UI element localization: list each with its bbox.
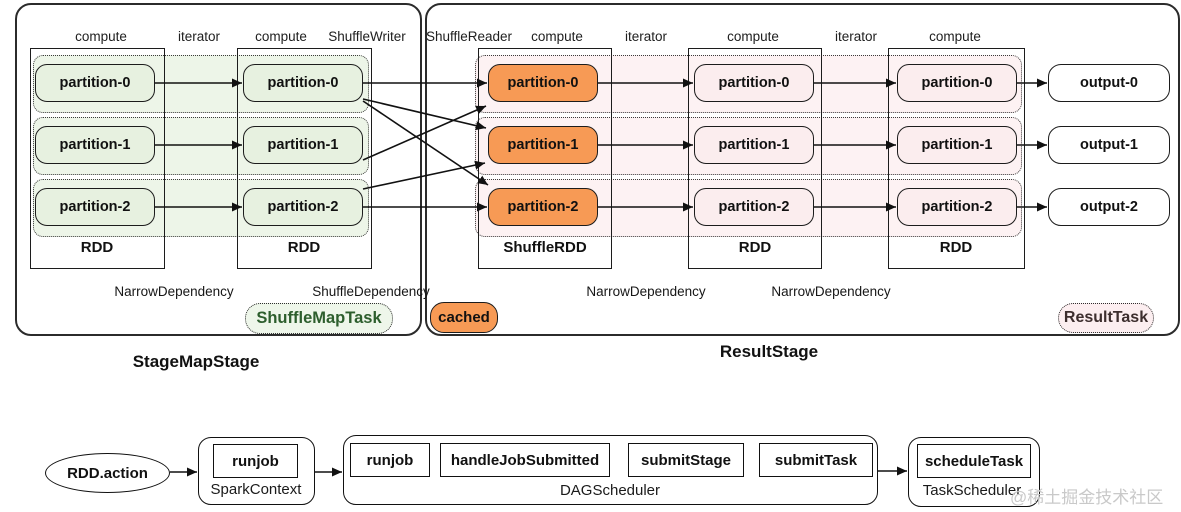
method-label: ShuffleWriter (328, 29, 406, 44)
partition-box: partition-0 (35, 64, 155, 102)
partition-box: partition-2 (243, 188, 363, 226)
partition-box: partition-0 (488, 64, 598, 102)
runjob-method: runjob (350, 443, 430, 477)
method-label: compute (255, 29, 307, 44)
method-label: ShuffleReader (425, 29, 513, 44)
submit-stage-method: submitStage (628, 443, 744, 477)
watermark: @稀土掘金技术社区 (1010, 488, 1164, 507)
dependency-label: ShuffleDependency (312, 284, 430, 299)
task-scheduler-label: TaskScheduler (922, 482, 1022, 499)
spark-context-label: SparkContext (210, 481, 302, 498)
handle-job-submitted-method: handleJobSubmitted (440, 443, 610, 477)
partition-box: partition-0 (694, 64, 814, 102)
shuffle-map-task-badge: ShuffleMapTask (245, 303, 393, 334)
method-label: iterator (177, 29, 221, 44)
rdd-rect-left-1 (30, 48, 165, 269)
partition-box: partition-2 (694, 188, 814, 226)
submit-task-method: submitTask (759, 443, 873, 477)
method-label: iterator (834, 29, 878, 44)
method-label: compute (75, 29, 127, 44)
rdd-label: RDD (80, 239, 114, 256)
rdd-label: RDD (287, 239, 321, 256)
runjob-method: runjob (213, 444, 298, 478)
partition-box: partition-0 (243, 64, 363, 102)
partition-box: partition-1 (243, 126, 363, 164)
dag-scheduler-label: DAGScheduler (559, 482, 661, 499)
output-box: output-2 (1048, 188, 1170, 226)
partition-box: partition-2 (35, 188, 155, 226)
partition-box: partition-2 (897, 188, 1017, 226)
stage-title-map: StageMapStage (132, 352, 260, 371)
dependency-label: NarrowDependency (586, 284, 706, 299)
output-box: output-1 (1048, 126, 1170, 164)
method-label: compute (531, 29, 583, 44)
output-box: output-0 (1048, 64, 1170, 102)
partition-box: partition-1 (488, 126, 598, 164)
method-label: compute (929, 29, 981, 44)
stage-title-result: ResultStage (719, 342, 819, 361)
partition-box: partition-1 (694, 126, 814, 164)
partition-box: partition-1 (35, 126, 155, 164)
partition-box: partition-0 (897, 64, 1017, 102)
rdd-label: RDD (939, 239, 973, 256)
shuffle-rdd-label: ShuffleRDD (503, 239, 587, 256)
rdd-rect-right-2 (688, 48, 822, 269)
cached-badge: cached (430, 302, 498, 333)
rdd-rect-right-3 (888, 48, 1025, 269)
partition-box: partition-2 (488, 188, 598, 226)
rdd-action-node: RDD.action (45, 453, 170, 493)
partition-box: partition-1 (897, 126, 1017, 164)
dependency-label: NarrowDependency (114, 284, 234, 299)
schedule-task-method: scheduleTask (917, 444, 1031, 478)
method-label: compute (727, 29, 779, 44)
dependency-label: NarrowDependency (771, 284, 891, 299)
method-label: iterator (624, 29, 668, 44)
rdd-label: RDD (738, 239, 772, 256)
result-task-badge: ResultTask (1058, 303, 1154, 333)
